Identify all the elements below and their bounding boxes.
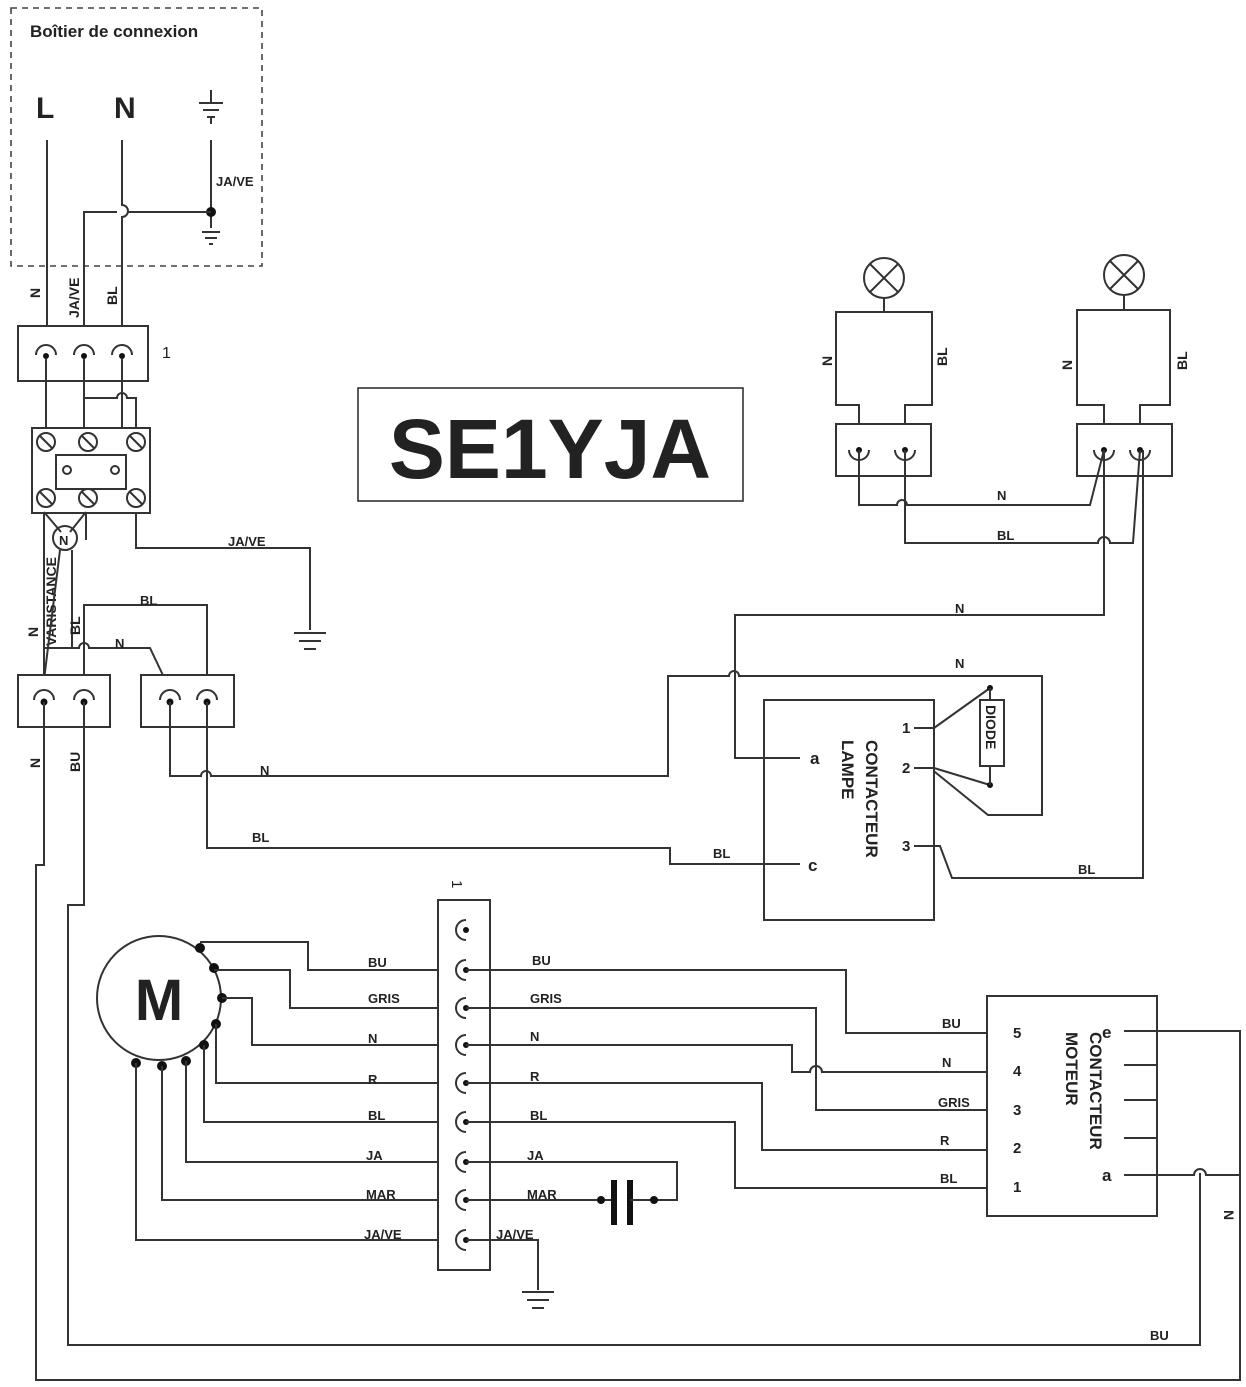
strip-number: 1 [448,880,465,888]
mr-bl: BL [530,1108,547,1123]
bl-label-upper: BL [140,593,157,608]
n-label-lamp: N [260,763,269,778]
n-label-lamps: N [997,488,1006,503]
wire-label-bl: BL [104,286,120,305]
terminal-screw-icon [35,344,133,359]
moteur-pin-5: 5 [1013,1025,1021,1042]
bl-label-lamps: BL [997,528,1014,543]
lampe-pin-c: c [808,856,817,875]
cm-bl: BL [940,1171,957,1186]
lampe-pin-1: 1 [902,720,910,737]
ml-gris: GRIS [368,991,400,1006]
jave-label-box: JA/VE [216,174,254,189]
jave-label-switch: JA/VE [228,534,266,549]
contacteur-moteur [986,995,1158,1217]
lamp1-bl: BL [934,347,950,366]
lamp1-terminal-block [835,423,932,477]
contacteur-lampe [763,699,935,921]
lampe-pin-3: 3 [902,838,910,855]
n-label-upper: N [115,636,124,651]
moteur-pin-4: 4 [1013,1063,1022,1080]
earth-icon [202,231,220,245]
n-label-left: N [25,627,41,637]
bl-label-left: BL [67,616,83,635]
lampe-pin-2: 2 [902,760,910,777]
terminal-screw-icon [33,689,218,706]
lampe-line2: LAMPE [838,740,857,800]
cm-n: N [942,1055,951,1070]
earth-icon [522,1291,554,1309]
bl-label-lamp: BL [252,830,269,845]
moteur-pin-3: 3 [1013,1102,1021,1119]
mr-mar: MAR [527,1187,557,1202]
mr-bu: BU [532,953,551,968]
bl-label-c: BL [713,846,730,861]
varistance-label: VARISTANCE [43,557,59,646]
ml-mar: MAR [366,1187,396,1202]
connection-box [10,7,263,267]
earth-icon [294,632,326,650]
mr-r: R [530,1069,540,1084]
diode-label: DIODE [983,705,999,749]
moteur-pin-1: 1 [1013,1179,1021,1196]
lamp1-n: N [819,356,835,366]
lamp2-terminal-block [1076,423,1173,477]
earth-icon [199,90,223,124]
n-label-right: N [1221,1210,1237,1220]
model-title: SE1YJA [389,402,711,496]
cm-gris: GRIS [938,1095,970,1110]
ml-bl: BL [368,1108,385,1123]
connection-box-title: Boîtier de connexion [30,22,198,41]
wire-label-jave: JA/VE [66,278,82,318]
lamp2-bl: BL [1174,351,1190,370]
cm-bu: BU [942,1016,961,1031]
ml-bu: BU [368,955,387,970]
moteur-pin-a: a [1102,1166,1112,1185]
svg-text:N: N [59,533,68,548]
bl-label-contact-3: BL [1078,862,1095,877]
block-number: 1 [162,345,171,362]
terminal-l-label: L [36,92,54,125]
ml-jave: JA/VE [364,1227,402,1242]
mr-ja: JA [527,1148,544,1163]
wire-label-n: N [27,288,43,298]
lamp-icon [863,257,905,299]
bu-label-lower: BU [67,752,83,772]
moteur-line2: MOTEUR [1062,1032,1081,1106]
mr-jave: JA/VE [496,1227,534,1242]
n-label-lamp2: N [955,656,964,671]
mr-gris: GRIS [530,991,562,1006]
varistance-icon [52,525,78,551]
model-box [357,387,744,502]
ml-n: N [368,1031,377,1046]
moteur-pin-2: 2 [1013,1140,1021,1157]
lamp2-n: N [1059,360,1075,370]
cm-r: R [940,1133,950,1148]
terminal-block-3 [140,674,235,728]
lampe-line1: CONTACTEUR [862,740,881,858]
moteur-line1: CONTACTEUR [1086,1032,1105,1150]
bu-label-bottom: BU [1150,1328,1169,1343]
screw-icon [36,432,146,508]
motor-label: M [135,968,183,1033]
ml-ja: JA [366,1148,383,1163]
mr-n: N [530,1029,539,1044]
terminal-block-2 [17,674,111,728]
moteur-pin-e: e [1102,1023,1111,1042]
terminal-n-label: N [114,92,136,125]
lamp-icon [1103,254,1145,296]
ml-r: R [368,1072,378,1087]
lampe-pin-a: a [810,749,820,768]
n-label-contact-a: N [955,601,964,616]
capacitor-icon [611,1180,652,1225]
diode [979,699,1005,767]
n-label-lower: N [27,758,43,768]
